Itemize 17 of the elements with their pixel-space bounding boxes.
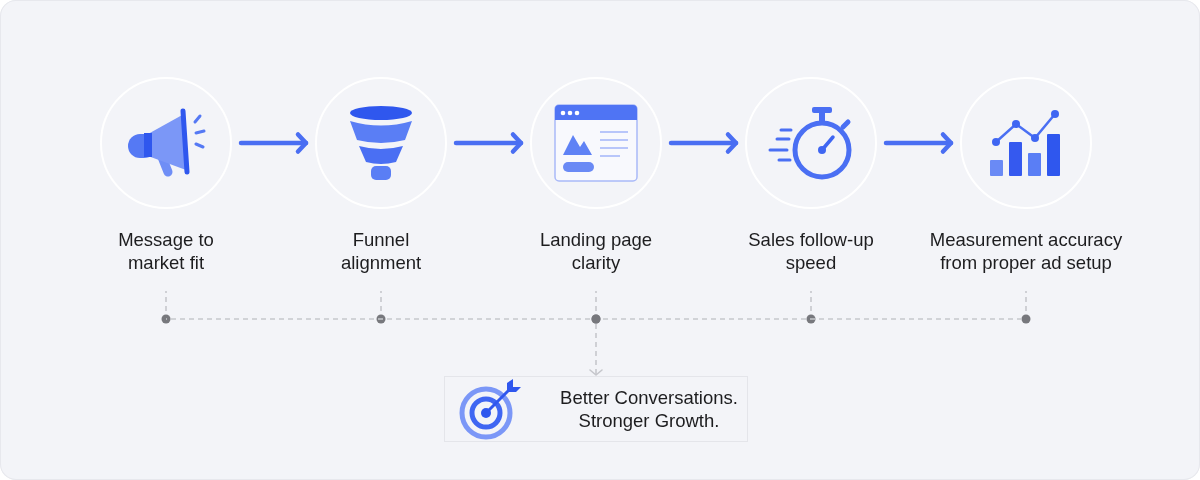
arrow: [883, 132, 954, 154]
dashed-line: [806, 290, 816, 324]
dashed-line: [165, 318, 382, 320]
dashed-line: [1021, 290, 1031, 324]
result-card: [444, 376, 748, 442]
step-label: Funnel alignment: [340, 229, 422, 273]
result-text: Better Conversations. Stronger Growth.: [560, 387, 738, 431]
arrow: [668, 132, 739, 154]
arrow: [238, 132, 309, 154]
step-label: Message to market fit: [118, 229, 214, 273]
dashed-line: [161, 290, 171, 324]
arrow: [453, 132, 524, 154]
step-label: Landing page clarity: [539, 229, 653, 273]
dashed-arrow: [589, 314, 603, 376]
step-label: Sales follow-up speed: [748, 229, 874, 273]
step-label: Measurement accuracy from proper ad setup: [929, 229, 1123, 273]
dashed-line: [376, 290, 386, 324]
